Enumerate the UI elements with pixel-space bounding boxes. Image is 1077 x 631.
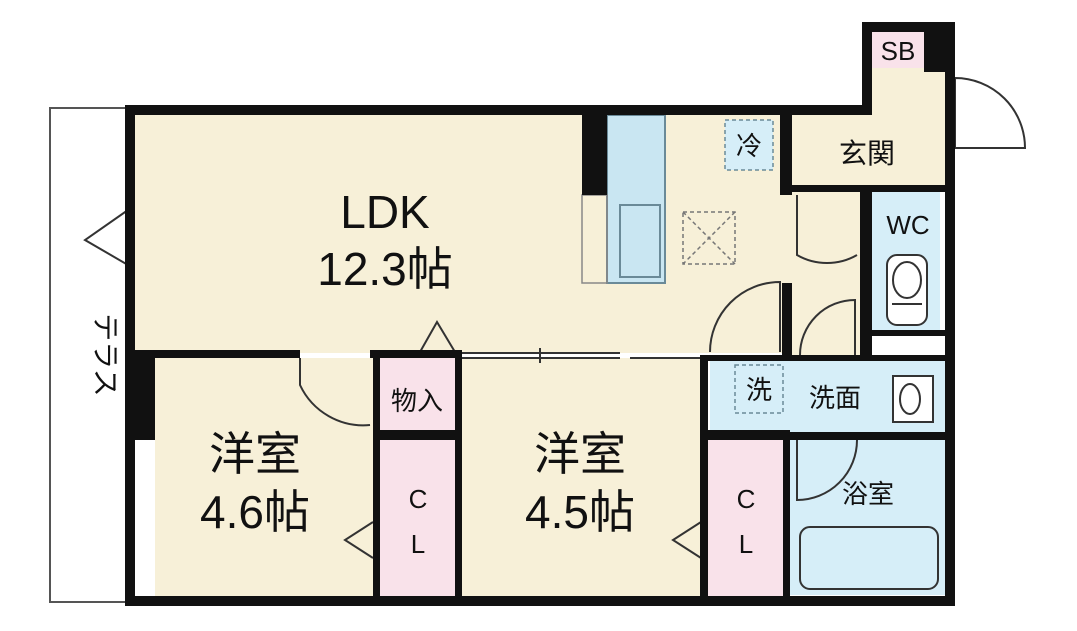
bathroom-label: 浴室 — [842, 479, 894, 509]
storage-label: 物入 — [391, 386, 443, 416]
entrance-label: 玄関 — [839, 138, 895, 169]
bathtub-icon — [799, 526, 939, 590]
door-hall — [796, 195, 858, 265]
kitchen-sink — [619, 204, 661, 278]
terrace-area — [49, 107, 129, 603]
ldk-floor — [135, 115, 785, 353]
entrance-floor — [785, 115, 945, 187]
door-wc — [799, 298, 856, 356]
west2-area: 4.5帖 — [525, 486, 635, 538]
door-entrance — [954, 76, 1027, 149]
west1-name: 洋室 — [209, 428, 301, 480]
west2-floor — [462, 358, 700, 596]
ldk-area: 12.3帖 — [317, 243, 453, 295]
shoebox-label: SB — [881, 36, 916, 66]
door-bath — [796, 439, 858, 502]
cl1-arrow — [343, 521, 374, 559]
cl2-floor — [708, 440, 783, 596]
wc-label: WC — [886, 210, 929, 240]
cl2-l: L — [739, 529, 753, 559]
cl1-l: L — [411, 529, 425, 559]
kitchen-counter — [606, 114, 666, 284]
cl1-floor — [380, 440, 455, 596]
washer-label: 洗 — [746, 375, 772, 405]
cl2-c: C — [737, 484, 756, 514]
west1-area: 4.6帖 — [200, 486, 310, 538]
terrace-label: テラス — [90, 313, 121, 396]
shoebox-floor — [872, 32, 924, 68]
washer-space — [734, 364, 784, 414]
bathroom-floor — [790, 440, 945, 595]
terrace-window-arrow — [83, 209, 129, 266]
washroom-label: 洗面 — [809, 383, 861, 413]
door-west1 — [299, 358, 371, 427]
fridge-label: 冷 — [736, 131, 762, 161]
door-ldk — [709, 280, 781, 353]
cl1-c: C — [409, 484, 428, 514]
ldk-name: LDK — [340, 186, 430, 238]
fridge-space — [724, 119, 774, 171]
ceiling-vent-icon — [682, 211, 736, 265]
walls — [125, 22, 955, 606]
west1-floor — [155, 358, 373, 596]
wash-basin-icon — [892, 375, 934, 423]
ldk-arrow — [419, 320, 456, 353]
west2-name: 洋室 — [534, 428, 626, 480]
toilet-icon — [886, 254, 928, 326]
storage-floor — [380, 358, 455, 430]
sliding-door-ldk-west2 — [460, 348, 620, 363]
cl2-arrow — [671, 521, 702, 559]
